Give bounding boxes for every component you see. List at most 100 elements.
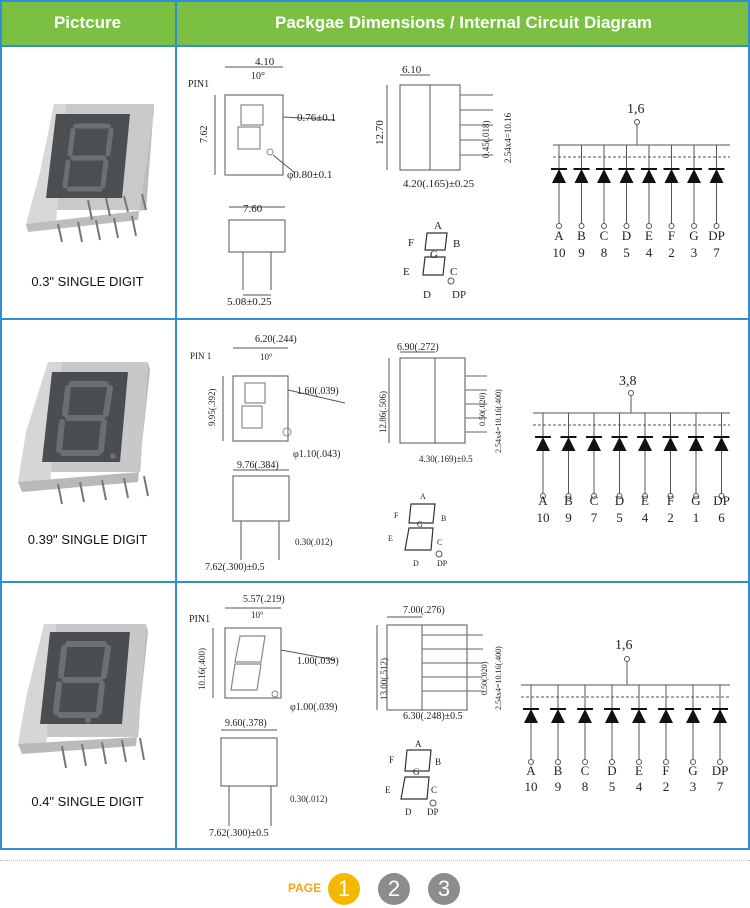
svg-text:G: G	[413, 767, 420, 777]
svg-text:D: D	[413, 559, 419, 568]
diode-dp	[709, 169, 724, 183]
diode-dp	[713, 709, 727, 723]
diode-f	[659, 709, 673, 723]
dim-width: 6.20(.244)	[255, 334, 297, 345]
led-display-photo	[26, 104, 154, 243]
segment-label: B	[577, 228, 586, 243]
pin-terminal	[555, 759, 561, 765]
dim-pin1: PIN1	[188, 79, 209, 90]
pin-terminal	[582, 759, 588, 765]
segment-label: F	[668, 228, 675, 243]
pin-terminal	[690, 759, 696, 765]
segment-label: C	[581, 763, 590, 778]
common-pins: 1,6	[627, 102, 645, 117]
pin-number: 8	[582, 779, 589, 794]
pin-number: 1	[693, 510, 700, 525]
pin-number: 6	[718, 510, 725, 525]
page-2-button[interactable]: 2	[378, 873, 410, 905]
pin-terminal	[663, 759, 669, 765]
caption-row1: 0.3" SINGLE DIGIT	[31, 274, 144, 289]
svg-text:DP: DP	[437, 559, 448, 568]
dimension-drawing-row1: 4.10 10° PIN1 7.62 0.76±0.1 φ0.80±0.1 7.…	[188, 56, 336, 308]
common-pins: 3,8	[619, 374, 637, 389]
pin-number: 10	[525, 779, 538, 794]
svg-text:B: B	[441, 514, 446, 523]
grid-line	[0, 45, 750, 47]
segment-label: G	[689, 228, 698, 243]
diode-c	[587, 437, 601, 451]
dim-angle: 10°	[251, 71, 265, 82]
grid-line	[0, 848, 750, 850]
segment-label: F	[667, 493, 674, 508]
pin-number: 9	[555, 779, 562, 794]
dim-height: 7.62	[199, 126, 210, 144]
svg-text:G: G	[417, 520, 423, 529]
pin-terminal	[565, 493, 572, 499]
side-and-segment-drawing-row2: 6.90(.272) 12.86(.506) 0.50(.020) 2.54x4…	[378, 342, 503, 568]
led-display-photo	[18, 362, 150, 505]
segment-label: D	[622, 228, 631, 243]
pin-number: 9	[565, 510, 572, 525]
dim-pin-span: 5.08±0.25	[227, 296, 272, 308]
page-3-button[interactable]: 3	[428, 873, 460, 905]
pin-number: 5	[616, 510, 623, 525]
pin-number: 10	[553, 245, 566, 260]
diode-d	[612, 437, 627, 451]
segment-label: C	[590, 493, 599, 508]
segment-label: A	[554, 228, 564, 243]
diode-d	[605, 709, 619, 723]
svg-text:B: B	[453, 238, 460, 250]
pin-number: 2	[667, 510, 674, 525]
dim-side-width: 4.30(.169)±0.5	[419, 454, 473, 464]
segment-label: A	[526, 763, 536, 778]
dim-width: 5.57(.219)	[243, 594, 285, 605]
dim-pin1: PIN1	[189, 614, 210, 625]
diode-a	[552, 169, 566, 183]
dim-pin-thickness: 0.30(.012)	[295, 537, 333, 547]
svg-text:A: A	[415, 739, 422, 749]
dim-height: 10.16(.400)	[197, 648, 207, 690]
segment-label: A	[538, 493, 548, 508]
svg-text:F: F	[389, 755, 394, 765]
page-2-label: 2	[387, 876, 401, 901]
dim-pin-diameter: φ0.80±0.1	[287, 169, 332, 181]
page-label: PAGE	[288, 881, 322, 895]
svg-text:A: A	[420, 492, 426, 501]
diode-g	[686, 709, 700, 723]
diode-f	[663, 437, 678, 451]
dim-pitch: 2.54x4=10.16(.400)	[494, 389, 503, 453]
dim-segment: 1.00(.039)	[297, 656, 339, 667]
pin-terminal	[528, 759, 534, 765]
grid-line	[0, 318, 750, 320]
svg-text:DP: DP	[427, 807, 439, 817]
diode-b	[561, 437, 576, 451]
diode-a	[524, 709, 538, 723]
pin-number: 2	[663, 779, 670, 794]
segment-label: DP	[713, 493, 730, 508]
segment-label: B	[564, 493, 573, 508]
diode-a	[536, 437, 550, 451]
svg-text:DP: DP	[452, 289, 466, 301]
pin-number: 7	[713, 245, 720, 260]
dim-pin-span: 7.62(.300)±0.5	[209, 828, 269, 839]
dim-side-width: 6.30(.248)±0.5	[403, 711, 463, 722]
pin-number: 7	[591, 510, 598, 525]
side-and-segment-drawing-row1: 6.10 12.70 0.45(.018) 2.54x4=10.16 4.20(…	[375, 64, 513, 301]
dim-segment: 0.76±0.1	[297, 112, 336, 124]
page-1-button[interactable]: 1	[328, 873, 360, 905]
dimension-drawing-row2: 6.20(.244) 10° PIN 1 9.95(.392) 1.60(.03…	[190, 334, 346, 573]
dim-pin-width: 0.45(.018)	[481, 121, 491, 159]
pin-number: 3	[690, 779, 697, 794]
dim-bottom-width: 7.60	[243, 203, 263, 215]
pin-number: 7	[717, 779, 724, 794]
side-and-segment-drawing-row3: 7.00(.276) 13.00(.512) 0.50(.020) 2.54x4…	[376, 605, 503, 817]
segment-label: E	[645, 228, 653, 243]
pin-terminal	[616, 493, 623, 499]
pin-terminal	[668, 223, 675, 229]
svg-text:A: A	[434, 220, 442, 232]
pin-terminal	[609, 759, 615, 765]
svg-text:D: D	[423, 289, 431, 301]
pin-number: 3	[691, 245, 698, 260]
svg-text:C: C	[437, 538, 442, 547]
